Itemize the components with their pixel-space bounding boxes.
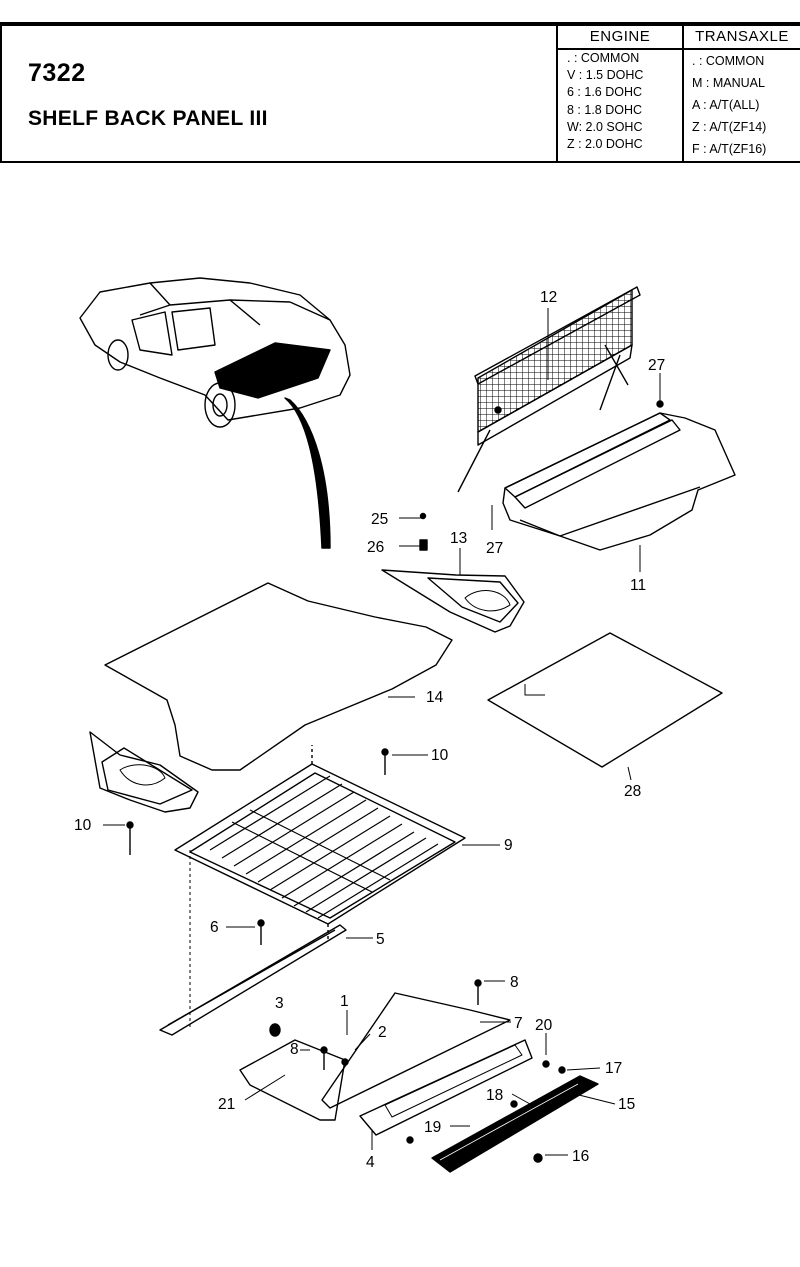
engine-code-row: 6 : 1.6 DOHC xyxy=(567,85,643,100)
callout-25: 25 xyxy=(371,511,388,528)
callout-6: 6 xyxy=(210,919,219,936)
callout-27: 27 xyxy=(648,357,665,374)
part-cargo-net xyxy=(457,286,641,493)
callout-16: 16 xyxy=(572,1148,589,1165)
part-sill-plate xyxy=(239,992,599,1173)
callout-7: 7 xyxy=(514,1015,523,1032)
part-flat-mat xyxy=(487,632,723,768)
callout-19: 19 xyxy=(424,1119,441,1136)
vehicle-overview xyxy=(79,277,351,549)
transaxle-code-row: A : A/T(ALL) xyxy=(692,98,760,112)
callout-3: 3 xyxy=(275,995,284,1012)
transaxle-code-row: M : MANUAL xyxy=(692,76,765,90)
callout-21: 21 xyxy=(218,1096,235,1113)
callout-8: 8 xyxy=(290,1041,299,1058)
catalog-header: 7322 SHELF BACK PANEL III ENGINE . : COM… xyxy=(0,26,800,163)
callout-18: 18 xyxy=(486,1087,503,1104)
callout-2: 2 xyxy=(378,1024,387,1041)
exploded-parts-diagram: 1 2 3 4 5 6 7 8 8 8 9 10 10 11 12 13 14 … xyxy=(74,277,736,1173)
callout-12: 12 xyxy=(540,289,557,306)
transaxle-code-row: . : COMMON xyxy=(692,54,765,68)
header-top-rule xyxy=(0,22,800,26)
callout-10: 10 xyxy=(74,817,92,834)
callout-9: 9 xyxy=(504,837,513,854)
engine-code-row: . : COMMON xyxy=(567,51,640,65)
callout-13: 13 xyxy=(450,530,467,547)
transaxle-heading: TRANSAXLE xyxy=(684,26,800,50)
callout-5: 5 xyxy=(376,931,385,948)
callout-10: 10 xyxy=(431,747,449,764)
callout-20: 20 xyxy=(535,1017,553,1034)
part-floor-panel xyxy=(174,745,466,940)
callout-28: 28 xyxy=(624,783,641,800)
transaxle-code-row: Z : A/T(ZF14) xyxy=(692,120,767,134)
engine-legend: ENGINE . : COMMON V : 1.5 DOHC 6 : 1.6 D… xyxy=(556,26,682,161)
engine-code-row: 8 : 1.8 DOHC xyxy=(567,102,643,117)
part-trunk-mat xyxy=(104,582,453,771)
transaxle-legend: TRANSAXLE . : COMMON M : MANUAL A : A/T(… xyxy=(682,26,800,161)
part-speaker-panel-left xyxy=(89,731,199,813)
callout-4: 4 xyxy=(366,1154,375,1171)
engine-code-row: Z : 2.0 DOHC xyxy=(567,137,643,152)
callout-8: 8 xyxy=(510,974,519,991)
part-side-rail xyxy=(159,924,347,1036)
section-title: SHELF BACK PANEL III xyxy=(28,107,268,130)
callout-1: 1 xyxy=(340,993,349,1010)
part-speaker-panel-right xyxy=(381,569,525,633)
engine-heading: ENGINE xyxy=(558,26,682,50)
engine-code-row: V : 1.5 DOHC xyxy=(567,68,644,83)
callout-17: 17 xyxy=(605,1060,622,1077)
callout-15: 15 xyxy=(618,1096,635,1113)
title-block: 7322 SHELF BACK PANEL III xyxy=(0,26,556,161)
catalog-code: 7322 xyxy=(28,59,86,87)
callout-11: 11 xyxy=(630,577,646,594)
callout-labels: 1 2 3 4 5 6 7 8 8 8 9 10 10 11 12 13 14 … xyxy=(74,289,665,1171)
callout-14: 14 xyxy=(426,689,444,706)
part-luggage-cover xyxy=(502,412,736,551)
transaxle-code-row: F : A/T(ZF16) xyxy=(692,142,767,156)
callout-26: 26 xyxy=(367,539,384,556)
leader-lines xyxy=(103,308,661,1156)
engine-code-row: W: 2.0 SOHC xyxy=(567,119,643,134)
callout-27: 27 xyxy=(486,540,503,557)
fasteners xyxy=(126,400,664,1163)
